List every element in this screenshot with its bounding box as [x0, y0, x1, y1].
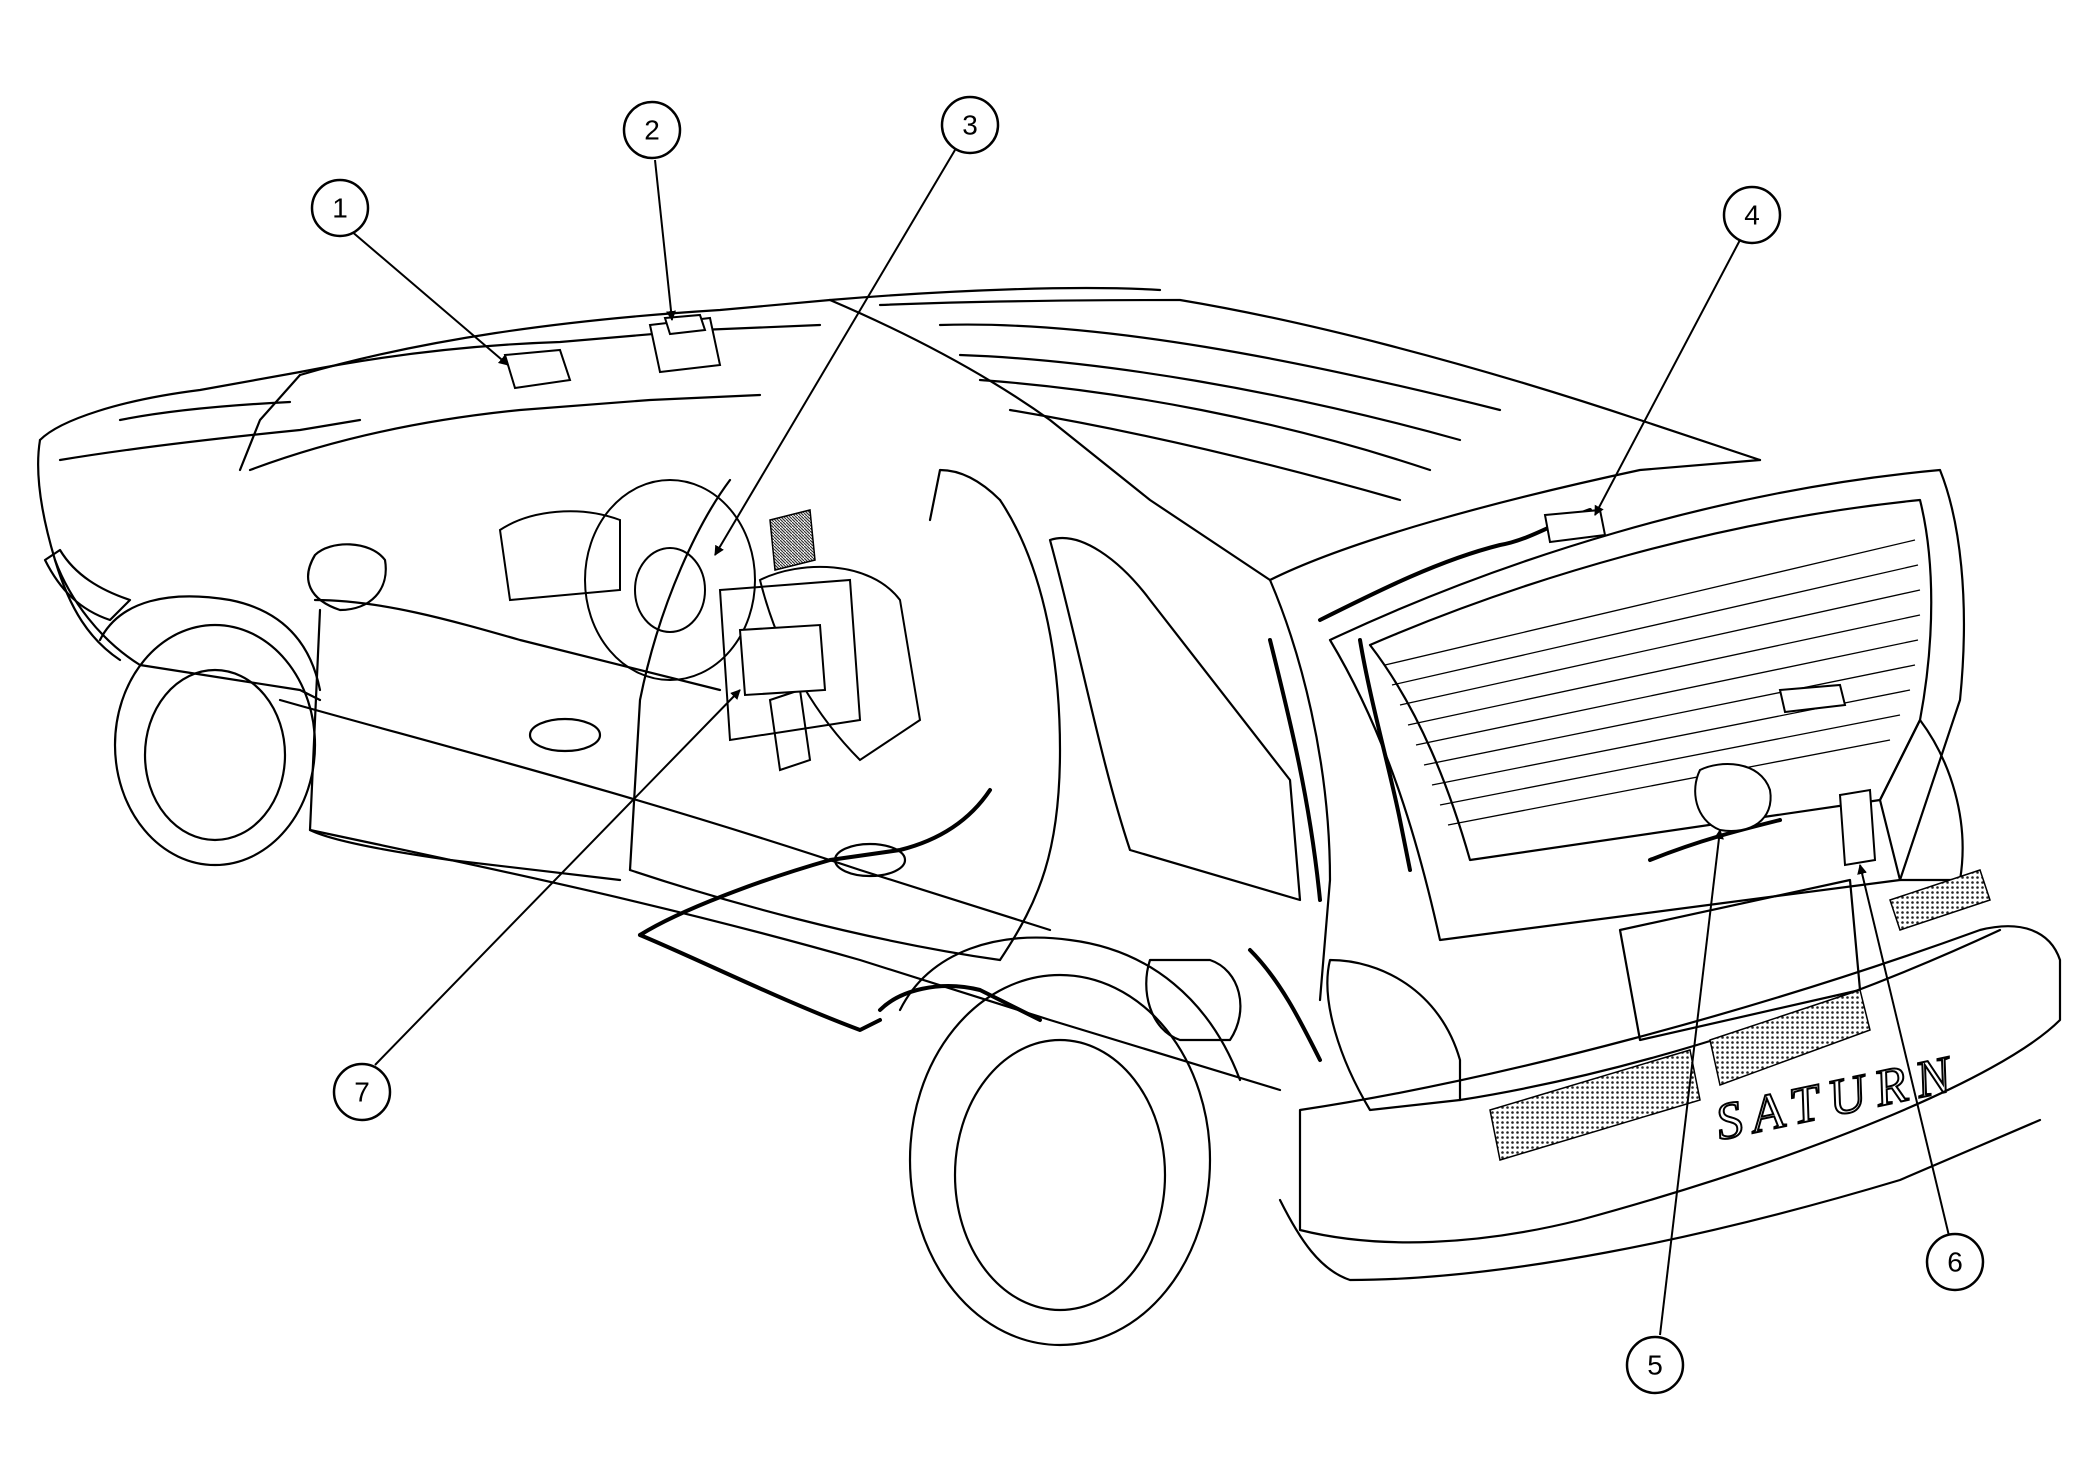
callout-1: 1 — [310, 178, 370, 238]
roof-rack-1 — [938, 323, 1502, 412]
callout-3-label: 3 — [962, 110, 978, 141]
front-rim — [143, 668, 287, 842]
b-pillar — [928, 468, 1002, 522]
callout-7-label: 7 — [354, 1077, 370, 1108]
roof-outline — [878, 298, 1762, 462]
component-6-switch — [1838, 788, 1877, 867]
leader-7 — [374, 689, 741, 1066]
leader-2 — [654, 159, 677, 321]
rear-bumper-grill — [1889, 869, 1991, 931]
callout-5: 5 — [1625, 1335, 1685, 1395]
steering-wheel — [584, 479, 756, 681]
front-wheel-arch — [98, 595, 322, 692]
roof-rack-3 — [978, 378, 1432, 472]
rear-step-pad-right — [1709, 989, 1871, 1086]
lower-valance — [1278, 1118, 2042, 1282]
callout-6: 6 — [1925, 1232, 1985, 1292]
harness-quarter — [1248, 948, 1322, 1062]
component-4-module — [1543, 508, 1607, 544]
tail-lamp-left — [1326, 958, 1462, 1112]
harness-rear-wheel — [878, 984, 1042, 1022]
hatched-trim — [769, 509, 1991, 1161]
callout-5-label: 5 — [1647, 1350, 1663, 1381]
center-console — [718, 578, 862, 742]
component-5-lock-actuator — [1694, 763, 1772, 832]
hood-crease — [118, 400, 292, 422]
rear-glass — [1368, 498, 1933, 862]
wiring-harness — [638, 508, 1782, 1062]
side-mirror — [307, 543, 387, 612]
liftgate-outline — [1328, 468, 1966, 942]
rear-wheel-arch — [898, 936, 1242, 1082]
rear-door-opening — [998, 498, 1062, 962]
front-tire — [113, 623, 317, 867]
headlight — [43, 548, 132, 622]
callout-4-label: 4 — [1744, 200, 1760, 231]
front-door-handle — [528, 717, 602, 753]
rear-step-pad — [1489, 1049, 1701, 1161]
roof-front-edge — [828, 286, 1162, 302]
callouts: 1 2 3 4 5 6 7 — [310, 95, 1985, 1395]
front-door-top — [313, 598, 722, 692]
leader-6 — [1857, 864, 1951, 1241]
rear-quarter-window — [1048, 537, 1302, 902]
d-pillar — [1268, 578, 1332, 1002]
vent-dash — [769, 509, 816, 571]
dash-line — [248, 393, 762, 472]
hood-line — [58, 418, 362, 462]
roof-left-edge — [828, 298, 1272, 582]
leader-1 — [349, 229, 509, 366]
fuel-door — [1145, 958, 1242, 1042]
callout-2-label: 2 — [644, 115, 660, 146]
callout-4: 4 — [1722, 185, 1782, 245]
harness-d-pillar — [1268, 638, 1322, 902]
callout-3: 3 — [940, 95, 1000, 155]
components — [503, 313, 1877, 867]
harness-rocker — [638, 933, 882, 1032]
callout-1-label: 1 — [332, 193, 348, 224]
sill-line — [628, 868, 1002, 962]
rear-tail-lamp-right — [1878, 718, 1964, 882]
leader-4 — [1594, 239, 1741, 516]
callout-2: 2 — [622, 100, 682, 160]
component-rear-top — [1778, 683, 1847, 714]
callout-6-label: 6 — [1947, 1247, 1963, 1278]
callout-7: 7 — [332, 1062, 392, 1122]
roof-rack-4 — [1008, 408, 1402, 502]
harness-liftgate-side — [1358, 638, 1412, 872]
callout-leaders — [349, 149, 1951, 1336]
instrument-cluster — [498, 510, 621, 602]
component-7-module — [738, 623, 827, 697]
rear-rim — [953, 1038, 1167, 1312]
roof-rear-spoiler — [1268, 458, 1762, 582]
hood-outline — [38, 323, 822, 442]
interior — [498, 479, 922, 772]
harness-floor — [638, 788, 992, 937]
body-side-lower — [278, 698, 1052, 932]
roof-rack-2 — [958, 353, 1462, 442]
steering-hub — [634, 547, 706, 633]
component-1-module — [503, 348, 572, 390]
a-pillar — [238, 373, 302, 472]
rear-bumper — [1298, 925, 2062, 1244]
leader-5 — [1659, 829, 1724, 1336]
rocker-panel — [308, 828, 1282, 1092]
door-opening-inner — [628, 478, 732, 872]
rear-tire — [908, 973, 1212, 1347]
shifter — [768, 688, 812, 772]
leader-3 — [714, 149, 956, 556]
